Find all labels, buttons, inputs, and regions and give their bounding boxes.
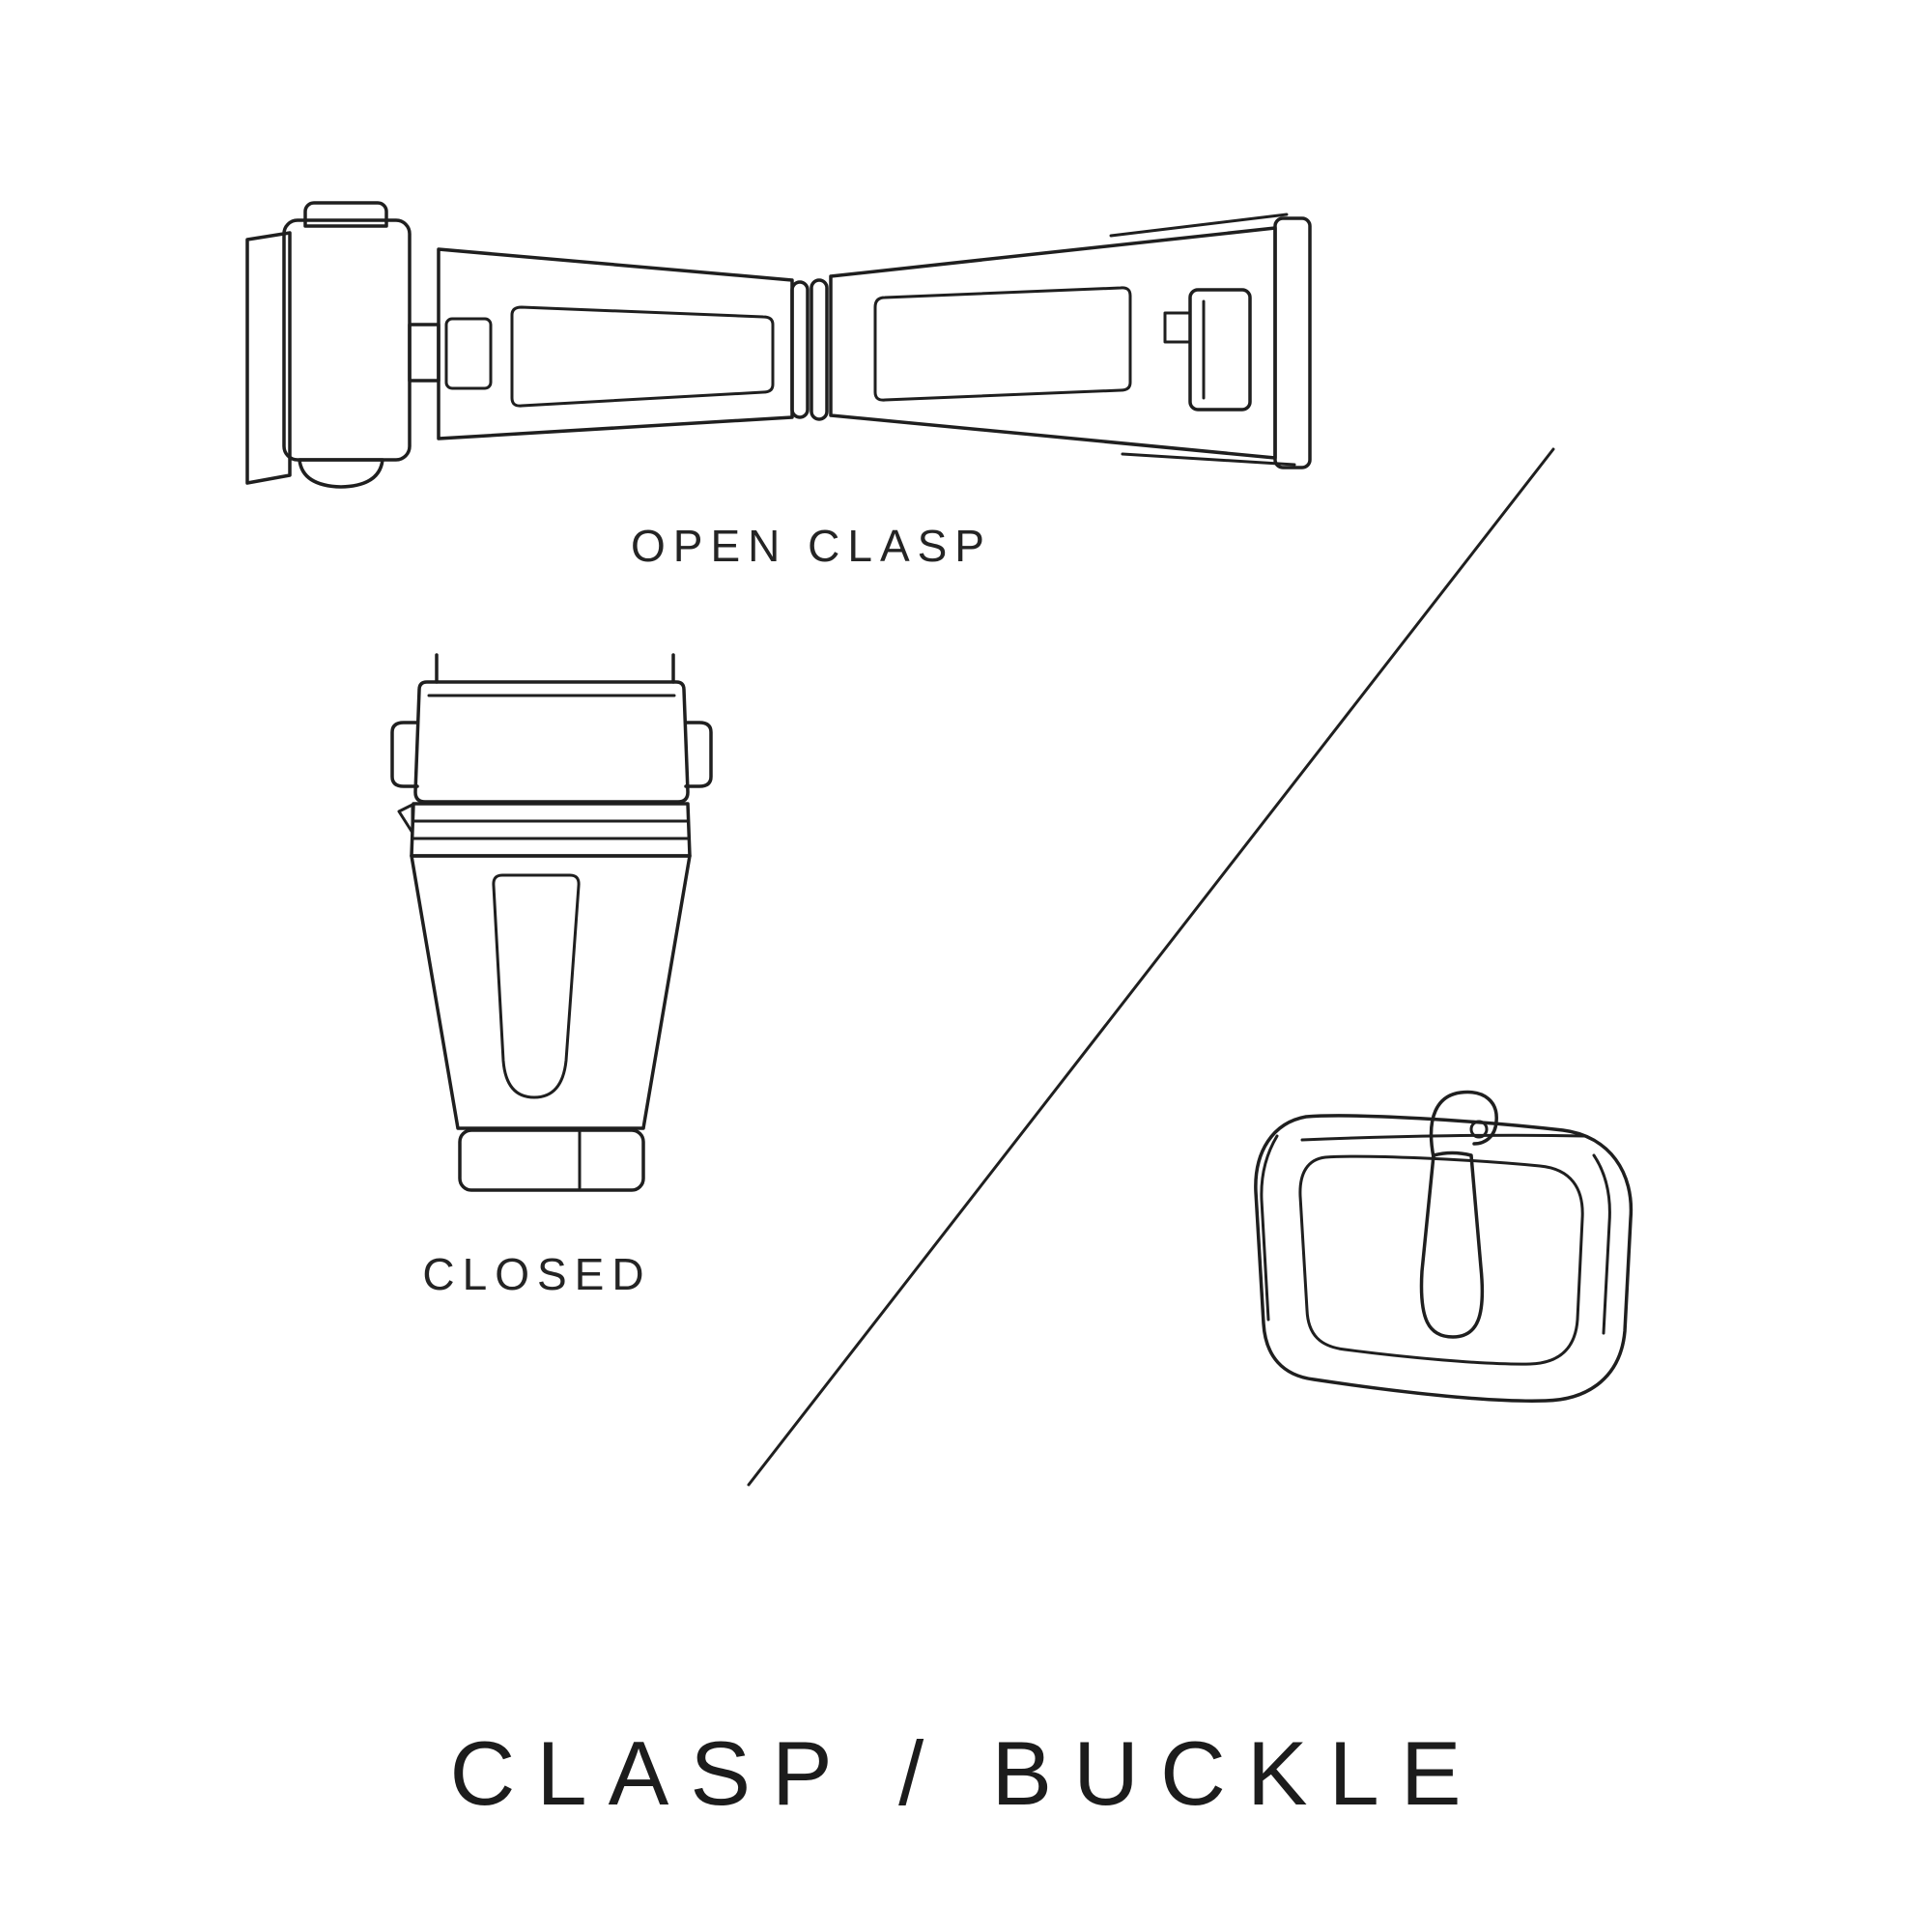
- clasp-left-top-tab: [303, 201, 388, 228]
- clasp-connector-tab: [408, 323, 440, 383]
- clasp-right-arm: [829, 226, 1277, 460]
- buckle-left-thickness-line: [1260, 1134, 1279, 1321]
- clasp-left-arm: [437, 247, 794, 440]
- page-title: CLASP / BUCKLE: [449, 1722, 1483, 1824]
- closed-body-slot: [492, 873, 581, 1099]
- closed-base: [458, 1128, 645, 1192]
- clasp-right-bottom-fold-line: [1121, 452, 1296, 467]
- closed-clasp-drawing: [390, 653, 713, 1192]
- clasp-keeper-notch: [1163, 311, 1192, 344]
- clasp-left-arm-cutout: [510, 305, 775, 408]
- closed-left-pusher: [390, 721, 419, 788]
- open-clasp-drawing: [245, 201, 1312, 489]
- open-clasp-label: OPEN CLASP: [631, 521, 992, 571]
- clasp-left-end-block: [282, 218, 412, 462]
- clasp-left-bottom-tab: [298, 458, 384, 489]
- pin-buckle-drawing: [1254, 1090, 1634, 1403]
- buckle-spring-bar: [1300, 1133, 1586, 1142]
- buckle-inner-opening: [1298, 1154, 1584, 1366]
- buckle-tongue-coil: [1469, 1120, 1489, 1139]
- buckle-tongue-body: [1419, 1151, 1485, 1339]
- closed-band-outline: [410, 802, 692, 858]
- closed-left-corner-tab: [397, 803, 414, 835]
- closed-top-block: [413, 680, 690, 804]
- closed-right-pusher: [684, 721, 713, 788]
- clasp-hinge-bar-2: [810, 278, 829, 421]
- buckle-outer-frame: [1254, 1114, 1634, 1403]
- clasp-right-end-cap: [1273, 216, 1312, 469]
- clasp-hinge-bar-1: [790, 280, 810, 419]
- diagonal-divider-line: [747, 447, 1555, 1487]
- clasp-keeper-loop: [1188, 288, 1252, 412]
- buckle-right-thickness-line: [1592, 1153, 1611, 1335]
- closed-clasp-label: CLOSED: [422, 1249, 652, 1299]
- buckle-tongue-loop: [1429, 1090, 1498, 1159]
- clasp-right-top-fold-line: [1109, 213, 1289, 238]
- clasp-left-end-strip: [245, 231, 292, 485]
- clasp-right-arm-cutout: [873, 286, 1132, 402]
- closed-body: [410, 854, 692, 1130]
- clasp-left-arm-hole: [444, 317, 493, 390]
